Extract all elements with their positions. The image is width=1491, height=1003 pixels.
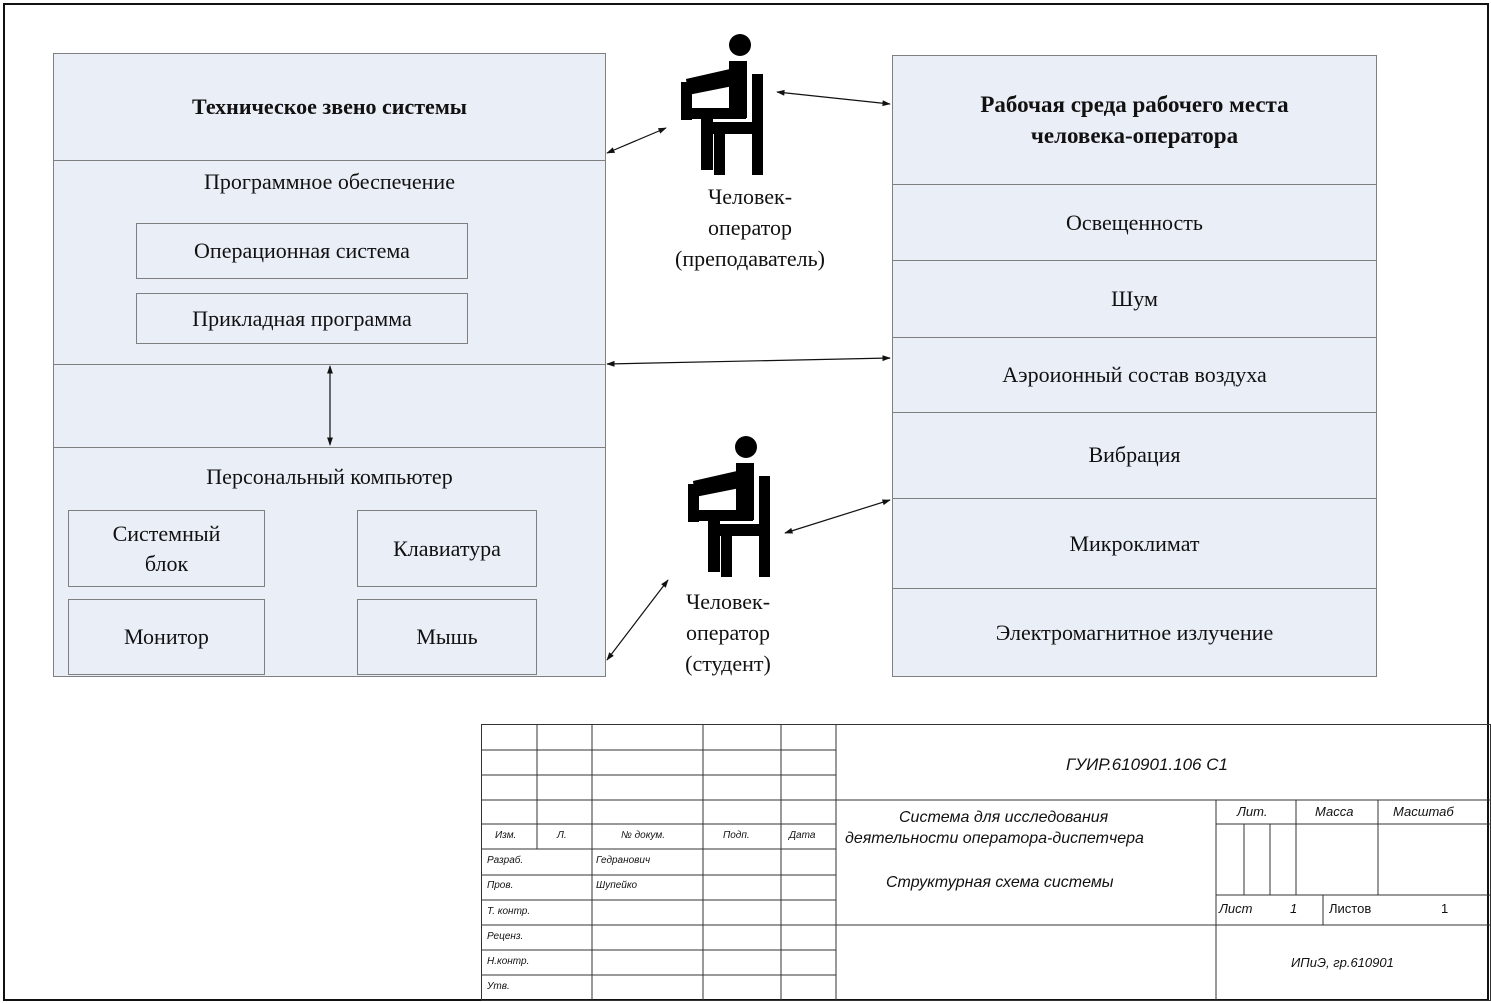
- role-tech-control: Т. контр.: [487, 906, 531, 917]
- lit-label: Лит.: [1237, 804, 1268, 819]
- col-header-date: Дата: [789, 830, 816, 841]
- mouse-box: Мышь: [357, 599, 537, 675]
- env-row-air-ions: Аэроионный состав воздуха: [1002, 362, 1267, 387]
- organization: ИПиЭ, гр.610901: [1291, 955, 1394, 970]
- title-block: ГУИР.610901.106 С1 Изм. Л. № докум. Подп…: [481, 724, 1491, 1001]
- title-block-grid: [481, 724, 1491, 1001]
- col-header-izm: Изм.: [495, 830, 517, 841]
- keyboard-box: Клавиатура: [357, 510, 537, 587]
- environment-title: Рабочая среда рабочего места человека-оп…: [980, 92, 1289, 148]
- divider: [893, 184, 1376, 185]
- col-header-l: Л.: [557, 830, 567, 841]
- divider: [54, 447, 605, 448]
- arrow-student-environment: [784, 499, 891, 534]
- col-header-doc-number: № докум.: [621, 830, 666, 841]
- mass-label: Масса: [1315, 804, 1354, 819]
- env-row-lighting: Освещенность: [1066, 209, 1203, 235]
- pc-heading: Персональный компьютер: [206, 464, 453, 489]
- arrow-teacher-environment: [776, 89, 891, 107]
- technical-link-block: Техническое звено системы Программное об…: [53, 53, 606, 677]
- technical-link-title: Техническое звено системы: [192, 93, 467, 119]
- checker-name: Шупейко: [596, 880, 638, 891]
- title-line-1: Система для исследования: [899, 809, 1109, 826]
- work-environment-block: Рабочая среда рабочего места человека-оп…: [892, 55, 1377, 677]
- divider: [893, 412, 1376, 413]
- designation: ГУИР.610901.106 С1: [1066, 755, 1228, 774]
- operator-teacher-icon: [681, 34, 763, 175]
- monitor-box: Монитор: [68, 599, 265, 675]
- sheet-value: 1: [1290, 901, 1298, 916]
- divider: [54, 160, 605, 161]
- divider: [54, 364, 605, 365]
- developer-name: Гедранович: [596, 855, 651, 866]
- role-norm-control: Н.контр.: [487, 956, 530, 967]
- role-developer: Разраб.: [487, 855, 524, 866]
- software-heading: Программное обеспечение: [204, 169, 455, 194]
- env-row-vibration: Вибрация: [1088, 442, 1181, 467]
- divider: [893, 260, 1376, 261]
- env-row-microclimate: Микроклимат: [1069, 530, 1200, 556]
- col-header-sign: Подп.: [723, 830, 750, 841]
- divider: [893, 498, 1376, 499]
- title-line-2: деятельности оператора-диспетчера: [845, 830, 1144, 847]
- system-unit-box: Системный блок: [68, 510, 265, 587]
- arrow-technical-environment: [606, 355, 891, 367]
- role-checked: Пров.: [487, 880, 514, 891]
- arrow-technical-teacher: [606, 127, 667, 154]
- document-name: Структурная схема системы: [886, 874, 1114, 891]
- role-approved: Утв.: [487, 981, 510, 992]
- role-reviewer: Реценз.: [487, 931, 524, 942]
- sheet-label: Лист: [1219, 901, 1253, 916]
- divider: [893, 337, 1376, 338]
- sheets-label: Листов: [1329, 901, 1372, 916]
- divider: [893, 588, 1376, 589]
- application-program-box: Прикладная программа: [136, 293, 468, 344]
- operator-teacher-label: Человек- оператор (преподаватель): [675, 184, 825, 271]
- arrow-technical-student: [606, 579, 669, 661]
- sheets-value: 1: [1441, 901, 1449, 916]
- scale-label: Масштаб: [1393, 804, 1454, 819]
- operator-student-icon: [688, 436, 770, 577]
- env-row-emi: Электромагнитное излучение: [995, 620, 1274, 645]
- operating-system-box: Операционная система: [136, 223, 468, 279]
- env-row-noise: Шум: [1111, 286, 1158, 311]
- operator-student-label: Человек- оператор (студент): [685, 589, 771, 676]
